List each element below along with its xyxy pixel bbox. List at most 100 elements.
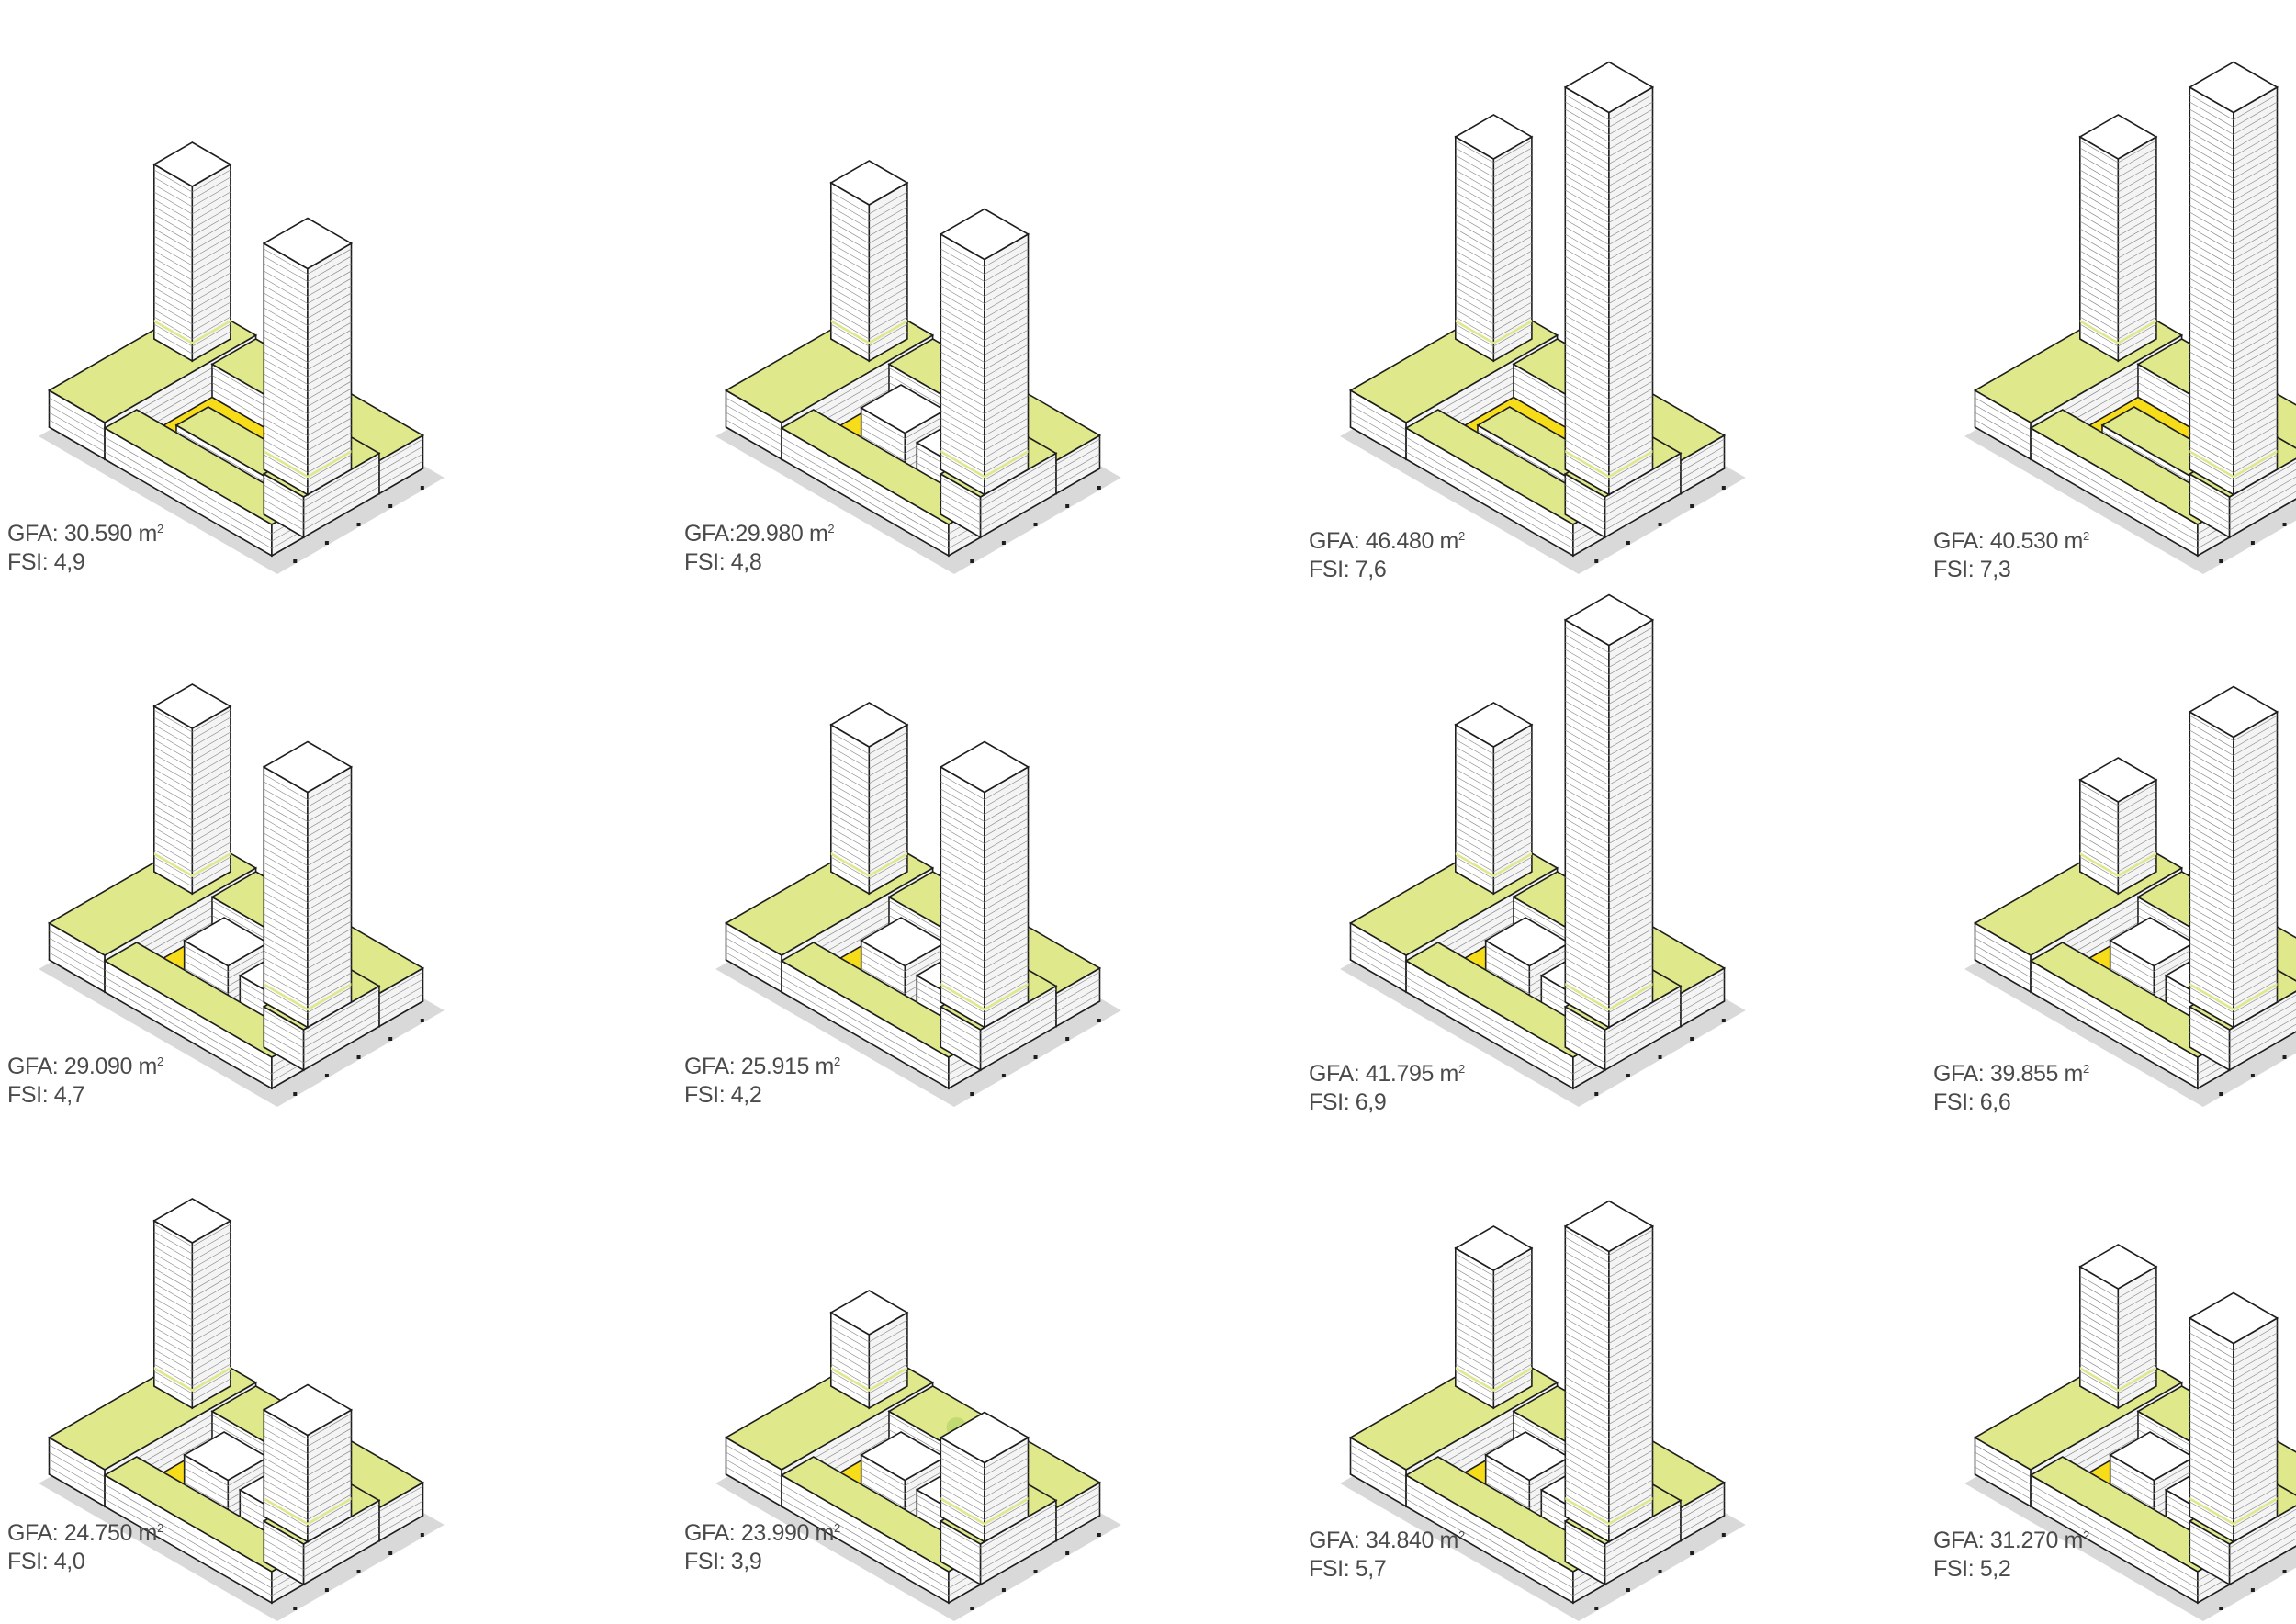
tall-tower <box>939 208 1030 496</box>
ground-marker <box>1594 1607 1599 1610</box>
fsi-label: FSI: 5,7 <box>1309 1556 1387 1582</box>
gfa-label: GFA: 29.090 m <box>7 1054 157 1079</box>
squared-unit: 2 <box>827 522 835 536</box>
fsi-label: FSI: 4,9 <box>7 549 85 575</box>
massing-diagram <box>715 702 1121 1107</box>
ground-marker <box>324 541 329 545</box>
ground-marker <box>2219 559 2223 563</box>
ground-marker <box>420 1533 424 1537</box>
massing-model <box>1340 593 1746 1107</box>
variant-card <box>1309 1084 1878 1621</box>
podium-block-south <box>103 409 306 558</box>
fsi-label: FSI: 4,0 <box>7 1549 85 1574</box>
massing-diagram <box>1964 61 2296 574</box>
fsi-label: FSI: 7,6 <box>1309 557 1387 582</box>
ground-marker <box>420 486 424 490</box>
mid-tower <box>829 702 909 896</box>
tall-tower <box>939 1411 1030 1543</box>
ground-marker <box>1721 1019 1726 1022</box>
fsi-label: FSI: 4,2 <box>684 1082 762 1108</box>
variant-card <box>1933 37 2296 574</box>
fsi-label: FSI: 6,9 <box>1309 1089 1387 1115</box>
mid-tower <box>829 160 909 363</box>
ground-marker <box>1001 1074 1006 1077</box>
ground-marker <box>1690 1037 1694 1041</box>
gfa-label: GFA: 40.530 m <box>1933 528 2083 554</box>
massing-diagram <box>715 1290 1121 1621</box>
ground-marker <box>1097 1533 1101 1537</box>
massing-model <box>1964 61 2296 574</box>
ground-marker <box>1033 1570 1038 1573</box>
massing-diagram <box>1964 685 2296 1107</box>
variant-card <box>7 1084 577 1621</box>
ground-marker <box>1626 541 1630 545</box>
ground-marker <box>2219 1092 2223 1096</box>
tall-tower <box>2188 1291 2279 1543</box>
ground-marker <box>293 1607 298 1610</box>
mid-tower <box>152 141 232 363</box>
squared-unit: 2 <box>2082 1528 2089 1542</box>
ground-marker <box>324 1074 329 1077</box>
ground-marker <box>388 504 393 508</box>
squared-unit: 2 <box>1458 529 1465 543</box>
gfa-label: GFA: 24.750 m <box>7 1520 157 1546</box>
ground-marker <box>388 1037 393 1041</box>
ground-marker <box>970 1092 974 1096</box>
squared-unit: 2 <box>833 1054 840 1068</box>
massing-model <box>715 160 1121 574</box>
tall-tower <box>939 740 1030 1029</box>
massing-diagram <box>1964 1244 2296 1621</box>
ground-marker <box>1626 1074 1630 1077</box>
ground-marker <box>356 1570 361 1573</box>
ground-marker <box>1594 1092 1599 1096</box>
massing-model <box>39 1198 445 1621</box>
ground-marker <box>970 1607 974 1610</box>
variant-card <box>684 1084 1254 1621</box>
mid-tower <box>2078 757 2158 896</box>
ground-marker <box>324 1588 329 1592</box>
ground-marker <box>2250 1588 2255 1592</box>
variant-card <box>7 37 577 574</box>
ground-marker <box>388 1551 393 1555</box>
massing-diagram <box>1340 61 1746 574</box>
massing-model <box>715 1290 1121 1621</box>
ground-marker <box>1690 504 1694 508</box>
tall-tower <box>262 740 354 1029</box>
squared-unit: 2 <box>156 1054 163 1068</box>
variant-card <box>1933 1084 2296 1621</box>
ground-marker <box>2219 1607 2223 1610</box>
fsi-label: FSI: 5,2 <box>1933 1556 2011 1582</box>
mid-tower <box>1454 1225 1534 1410</box>
ground-marker <box>1690 1551 1694 1555</box>
ground-marker <box>293 1092 298 1096</box>
ground-marker <box>2282 523 2287 526</box>
massing-model <box>39 683 445 1107</box>
massing-diagram <box>39 683 445 1107</box>
massing-model <box>715 702 1121 1107</box>
ground-marker <box>2250 1074 2255 1077</box>
gfa-label: GFA: 34.840 m <box>1309 1528 1458 1553</box>
tall-tower <box>1563 593 1655 1029</box>
mid-tower <box>1454 702 1534 896</box>
mid-tower <box>152 1198 232 1410</box>
ground-marker <box>1065 504 1070 508</box>
ground-marker <box>293 559 298 563</box>
massing-diagram <box>715 160 1121 574</box>
fsi-label: FSI: 4,8 <box>684 549 762 575</box>
squared-unit: 2 <box>156 522 163 536</box>
ground-marker <box>1658 1055 1662 1059</box>
ground-marker <box>1097 486 1101 490</box>
ground-marker <box>420 1019 424 1022</box>
mid-tower <box>1454 114 1534 363</box>
squared-unit: 2 <box>2082 1062 2089 1076</box>
